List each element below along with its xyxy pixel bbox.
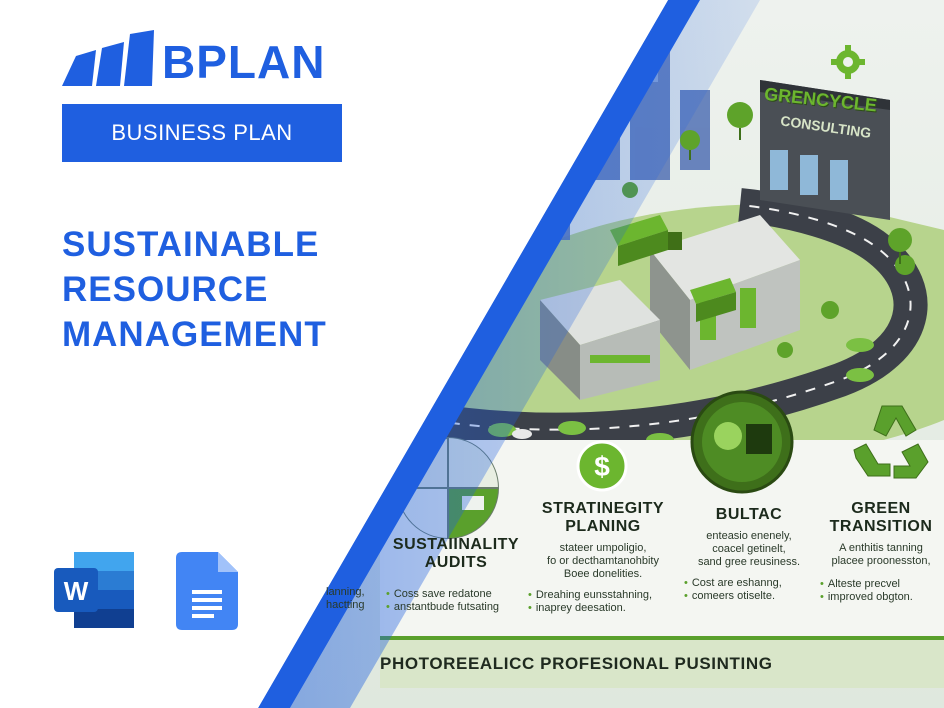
section-green-transition: GREEN TRANSITION A enthitis tanning plac… xyxy=(820,500,942,604)
bplan-logo-icon xyxy=(62,30,154,86)
section-green-body-2: placee proonesston, xyxy=(831,555,931,567)
section-bultac-heading: BULTAC xyxy=(715,506,783,523)
brand-logo[interactable]: BPLAN xyxy=(62,30,342,90)
section-planning-bullet-2: inaprey deesation. xyxy=(528,602,678,615)
section-audits-heading-1: SUSTAIINALITY xyxy=(392,536,520,553)
title-line-2: RESOURCE xyxy=(62,270,269,309)
brand-name: BPLAN xyxy=(162,36,326,88)
page-title: SUSTAINABLE RESOURCE MANAGEMENT xyxy=(62,222,362,357)
section-planning-body-3: Boee donelities. xyxy=(563,568,643,580)
illustration-footer: PHOTOREEALICC PROFESIONAL PUSINTING xyxy=(380,654,773,673)
section-green-heading-1: GREEN xyxy=(851,500,911,517)
section-audits: SUSTAIINALITY AUDITS Coss save redatone … xyxy=(386,536,526,614)
section-planning-bullet-1: Dreahing eunsstahning, xyxy=(528,589,678,602)
app-icons: W xyxy=(54,552,254,632)
section-green-body-1: A enthitis tanning xyxy=(839,542,923,554)
section-bultac-bullet-2: comeers otiselte. xyxy=(684,590,814,603)
left-fragment-line-1: lanning, xyxy=(326,586,365,598)
section-planning-heading-2: PLANING xyxy=(565,518,641,535)
section-bultac-bullet-1: Cost are eshanng, xyxy=(684,577,814,590)
section-bultac-body-2: coacel getinelt, xyxy=(712,543,786,555)
left-fragment-line-2: hactting xyxy=(326,599,365,611)
svg-text:W: W xyxy=(64,576,89,606)
google-docs-icon[interactable] xyxy=(176,552,238,630)
left-fragment: lanning, hactting xyxy=(326,586,386,612)
title-line-3: MANAGEMENT xyxy=(62,315,327,354)
section-green-heading-2: TRANSITION xyxy=(829,518,933,535)
section-planning-heading-1: STRATINEGITY xyxy=(541,500,665,517)
section-bultac: BULTAC enteasio enenely, coacel getinelt… xyxy=(684,506,814,603)
section-bultac-body-1: enteasio enenely, xyxy=(706,530,792,542)
section-audits-bullet-2: anstantbude futsating xyxy=(386,601,526,614)
section-planning-body-1: stateer umpoligio, xyxy=(559,542,647,554)
business-plan-badge: BUSINESS PLAN xyxy=(62,104,342,162)
section-green-bullet-2: improved obgton. xyxy=(820,591,942,604)
title-line-1: SUSTAINABLE xyxy=(62,225,320,264)
section-audits-bullet-1: Coss save redatone xyxy=(386,588,526,601)
section-green-bullet-1: Alteste precvel xyxy=(820,578,942,591)
section-planning-body-2: fo or decthamtanohbity xyxy=(547,555,659,567)
svg-text:$: $ xyxy=(594,451,610,482)
section-bultac-body-3: sand gree reusiness. xyxy=(697,556,801,568)
section-audits-heading-2: AUDITS xyxy=(424,554,488,571)
word-icon[interactable]: W xyxy=(54,552,134,628)
section-planning: STRATINEGITY PLANING stateer umpoligio, … xyxy=(528,500,678,615)
